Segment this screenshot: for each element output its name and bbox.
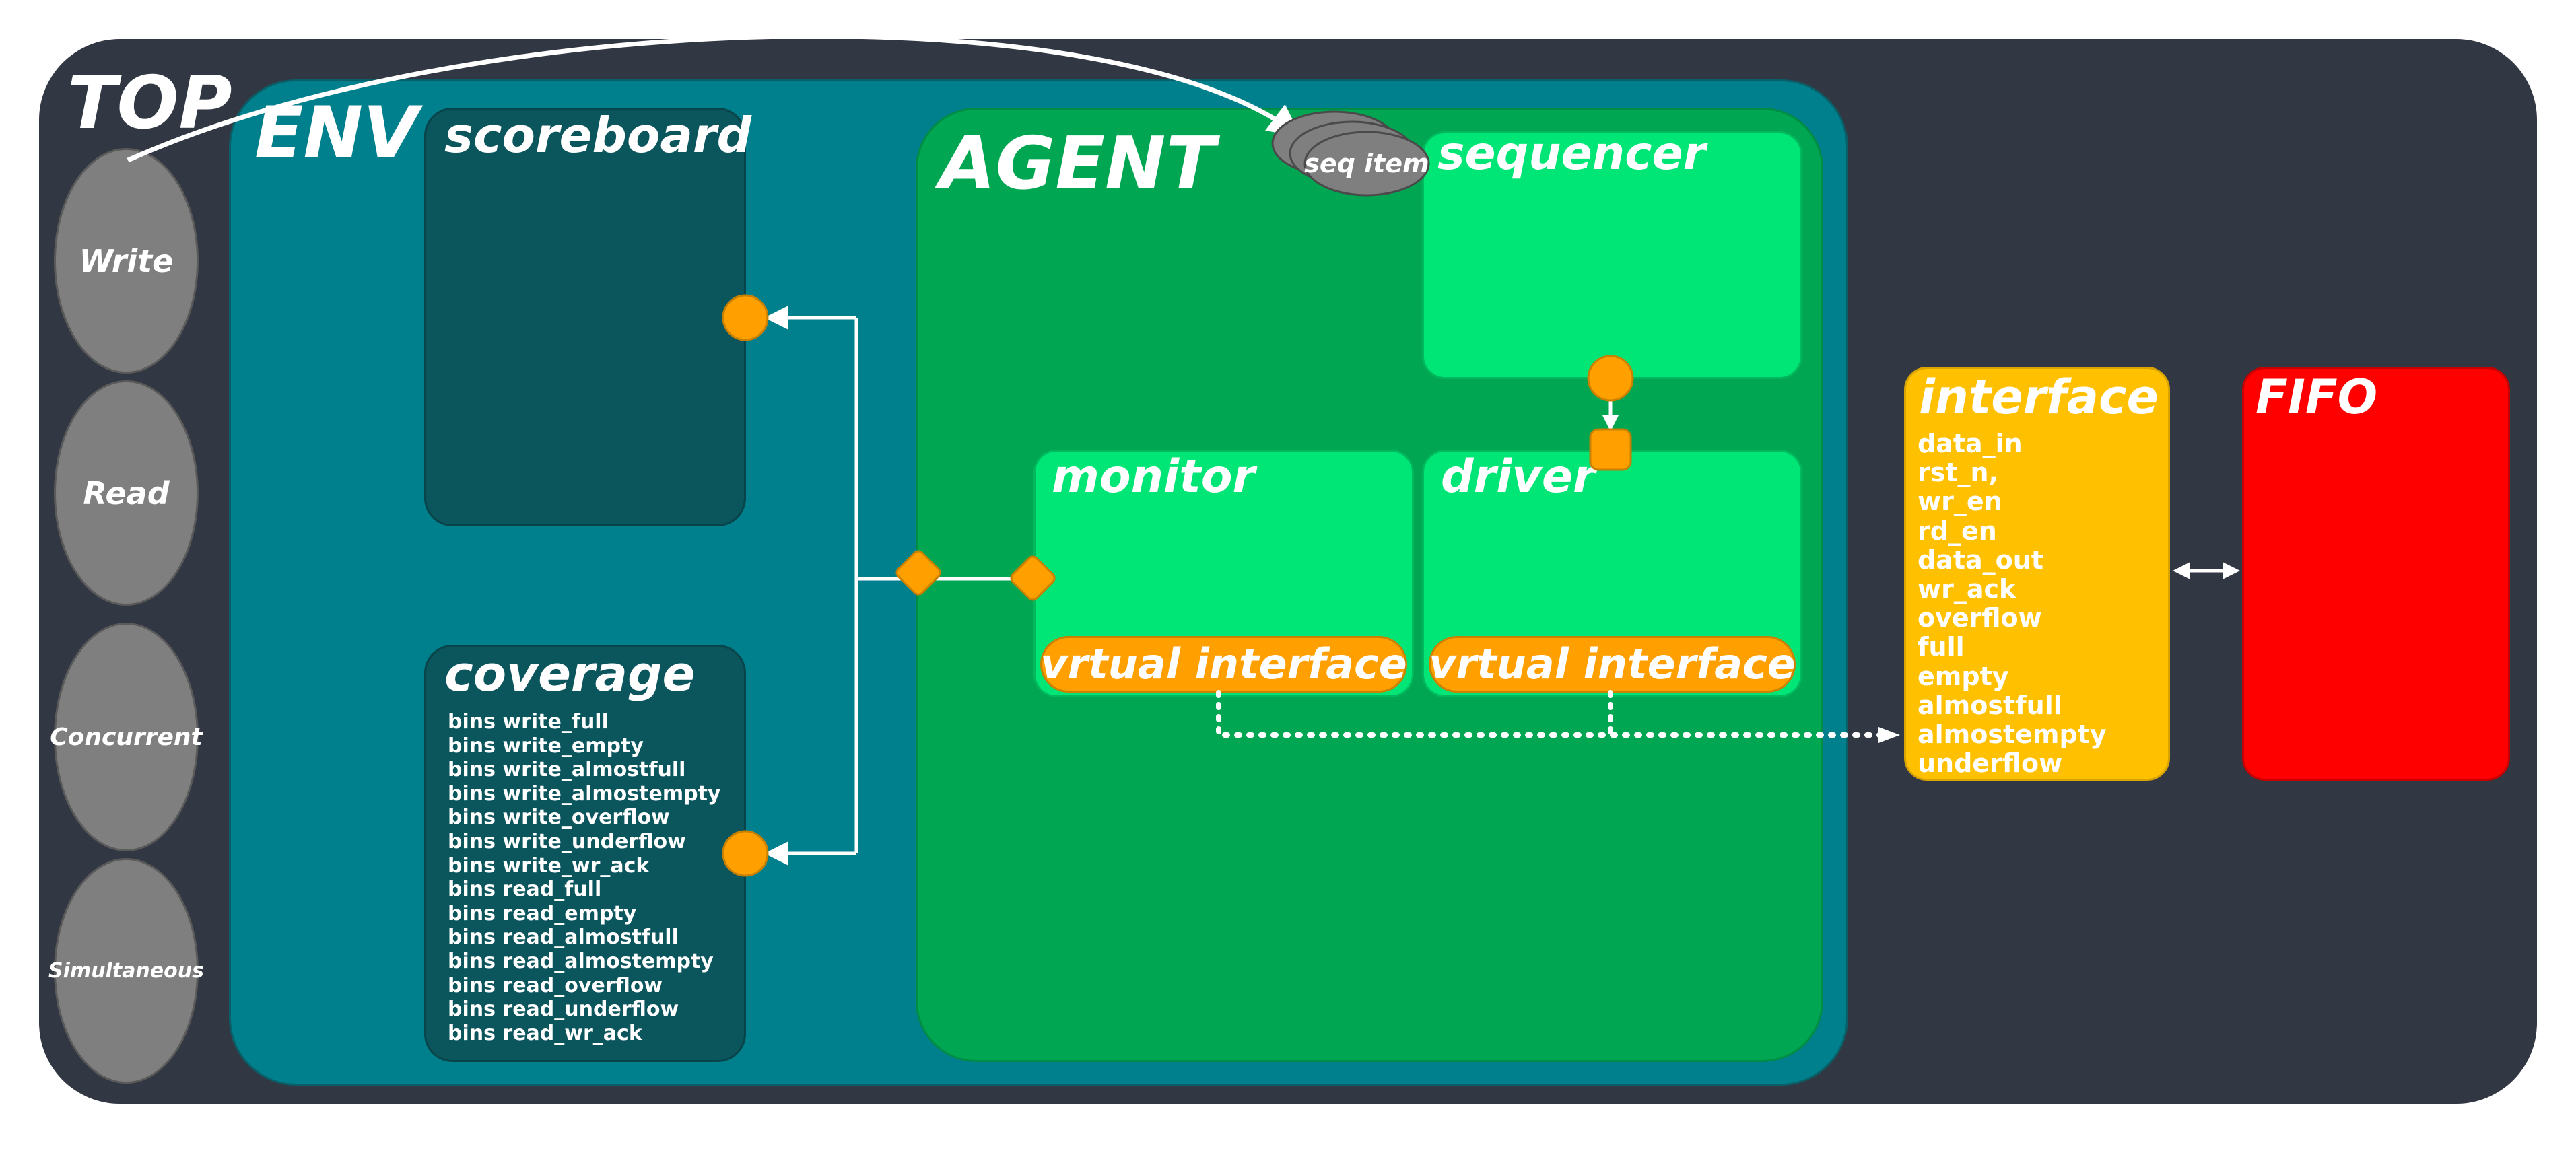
coverage-bin: bins write_wr_ack [448, 853, 650, 878]
interface-signal: data_out [1918, 544, 2043, 575]
coverage-bin: bins write_full [448, 710, 609, 734]
interface-signal: wr_en [1918, 487, 2002, 517]
fifo-title: FIFO [2256, 370, 2378, 425]
monitor-vif-to-interface-dotted [1216, 690, 1893, 738]
coverage-title: coverage [444, 645, 696, 702]
coverage-bin: bins read_overflow [448, 973, 663, 997]
agent-title: AGENT [939, 122, 1216, 206]
interface-signal: almostfull [1918, 690, 2062, 720]
monitor-virtual-interface[interactable]: vrtual interface [1040, 636, 1407, 693]
monitor-title: monitor [1052, 450, 1256, 503]
driver-port[interactable] [1589, 428, 1632, 471]
coverage-bin: bins write_almostfull [448, 758, 686, 782]
coverage-bins-list: bins write_full bins write_empty bins wr… [448, 710, 720, 1045]
coverage-bin: bins read_underflow [448, 997, 679, 1022]
scoreboard-box[interactable] [424, 108, 746, 526]
test-read[interactable]: Read [54, 380, 199, 606]
interface-signal: rst_n, [1918, 458, 1999, 488]
coverage-bin: bins write_empty [448, 734, 644, 758]
driver-vif-label: vrtual interface [1429, 639, 1796, 689]
test-simultaneous-label: Simultaneous [48, 959, 204, 983]
driver-title: driver [1441, 450, 1596, 503]
env-title: ENV [255, 92, 419, 174]
coverage-bin: bins read_almostempty [448, 949, 714, 973]
interface-signal: overflow [1918, 603, 2042, 633]
coverage-bin: bins write_almostempty [448, 781, 721, 806]
test-read-label: Read [83, 474, 170, 512]
coverage-export-port[interactable] [722, 830, 769, 877]
sequencer-title: sequencer [1437, 127, 1706, 180]
interface-signal: rd_en [1918, 516, 1997, 546]
interface-signal: wr_ack [1918, 574, 2016, 604]
coverage-bin: bins write_overflow [448, 806, 670, 830]
interface-signal: underflow [1918, 748, 2063, 779]
coverage-bin: bins write_underflow [448, 829, 686, 853]
scoreboard-title: scoreboard [444, 107, 751, 164]
test-write-label: Write [79, 242, 174, 279]
coverage-box[interactable] [424, 645, 746, 1062]
coverage-bin: bins read_full [448, 878, 602, 902]
dotted-arrowhead [1878, 727, 1900, 743]
test-concurrent[interactable]: Concurrent [50, 623, 203, 851]
interface-signals-list: data_in rst_n, wr_en rd_en data_out wr_a… [1918, 429, 2107, 778]
write-to-seqitem-arrow [127, 34, 1301, 163]
interface-box[interactable] [1904, 367, 2170, 781]
sequencer-box[interactable] [1422, 131, 1802, 379]
scoreboard-export-port[interactable] [722, 294, 769, 341]
sequencer-export-port[interactable] [1587, 355, 1634, 402]
test-concurrent-label: Concurrent [50, 723, 203, 751]
test-simultaneous[interactable]: Simultaneous [48, 858, 204, 1084]
fifo-box[interactable] [2242, 367, 2510, 781]
monitor-analysis-port[interactable] [1009, 555, 1057, 602]
seq-item-oval-front[interactable] [1303, 131, 1430, 197]
seq-item-label: seq item [1304, 149, 1429, 178]
interface-signal: full [1918, 632, 1965, 662]
interface-signal: data_in [1918, 429, 2023, 458]
agent-analysis-port[interactable] [895, 549, 943, 597]
coverage-bin: bins read_almostfull [448, 925, 679, 950]
monitor-vif-label: vrtual interface [1040, 639, 1407, 689]
test-write[interactable]: Write [54, 148, 199, 374]
interface-signal: empty [1918, 661, 2009, 691]
coverage-bin: bins read_empty [448, 901, 637, 925]
interface-title: interface [1919, 370, 2159, 425]
coverage-bin: bins read_wr_ack [448, 1021, 642, 1045]
driver-virtual-interface[interactable]: vrtual interface [1429, 636, 1796, 693]
interface-signal: almostempty [1918, 719, 2107, 750]
